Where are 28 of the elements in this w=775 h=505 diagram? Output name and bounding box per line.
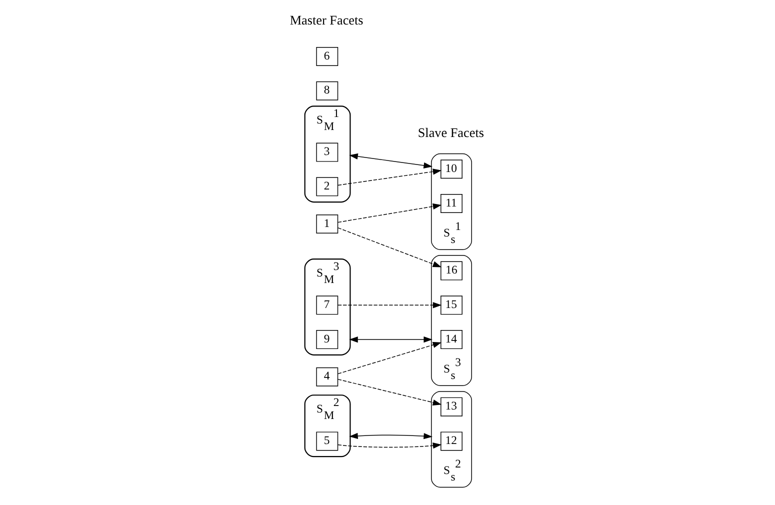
node-box: 4 <box>316 367 338 386</box>
node-box: 16 <box>440 261 462 280</box>
node-box: 6 <box>316 46 338 66</box>
label: Slave Facets <box>418 125 484 140</box>
arrow <box>338 168 442 186</box>
arrow <box>338 442 442 449</box>
arrow <box>338 227 442 268</box>
arrow <box>338 203 442 223</box>
label: Master Facets <box>290 12 364 28</box>
node-box: 5 <box>316 432 338 451</box>
node-box: 1 <box>316 214 338 234</box>
node-box: 7 <box>316 296 338 315</box>
node-box: 15 <box>440 296 462 315</box>
node-box: 2 <box>316 177 338 196</box>
arrow <box>349 153 432 168</box>
arrow <box>338 342 442 374</box>
arrow <box>349 336 432 343</box>
node-box: 3 <box>316 142 338 162</box>
node-box: 11 <box>440 194 462 213</box>
node-box: 13 <box>440 397 462 416</box>
node-box: 14 <box>440 330 462 350</box>
arrow <box>349 432 432 440</box>
node-box: 10 <box>440 160 462 179</box>
node-box: 9 <box>316 330 338 350</box>
arrow <box>338 302 442 308</box>
node-box: 12 <box>440 432 462 451</box>
arrow <box>338 378 442 406</box>
node-box: 8 <box>316 81 338 100</box>
